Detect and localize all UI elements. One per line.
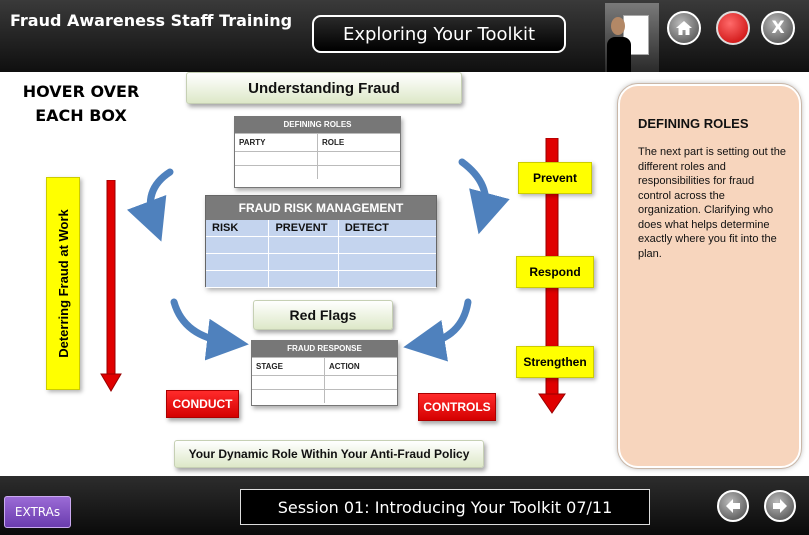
home-button[interactable]	[667, 11, 701, 45]
defining-roles-table[interactable]: DEFINING ROLES PARTY ROLE	[234, 116, 401, 188]
prevent-box[interactable]: Prevent	[518, 162, 592, 194]
table-cell	[325, 390, 397, 403]
info-body: The next part is setting out the differe…	[638, 146, 786, 260]
table-header-row: PARTY ROLE	[235, 133, 400, 151]
column-header: RISK	[212, 222, 239, 234]
info-heading: DEFINING ROLES	[638, 116, 749, 131]
cycle-arrow-top-right	[458, 158, 510, 235]
risk-table-columns: RISK PREVENT DETECT	[206, 220, 436, 288]
fraud-response-title: FRAUD RESPONSE	[252, 341, 397, 357]
down-arrow-left	[100, 180, 122, 392]
table-cell	[252, 376, 325, 389]
respond-box[interactable]: Respond	[516, 256, 594, 288]
table-cell	[318, 152, 400, 165]
close-icon: X	[771, 18, 785, 38]
header-bar: Fraud Awareness Staff Training Exploring…	[0, 0, 809, 72]
cycle-arrow-bottom-left	[170, 298, 249, 361]
table-cell	[235, 152, 318, 165]
session-label: Session 01: Introducing Your Toolkit 07/…	[240, 489, 650, 525]
understanding-fraud-box[interactable]: Understanding Fraud	[186, 72, 462, 104]
hover-instruction: HOVER OVER EACH BOX	[22, 82, 140, 125]
column-header: STAGE	[252, 358, 325, 375]
cycle-arrow-bottom-right	[403, 298, 472, 362]
column-header: ROLE	[322, 138, 345, 147]
fraud-risk-management-table[interactable]: FRAUD RISK MANAGEMENT RISK PREVENT DETEC…	[205, 195, 437, 288]
detect-column: DETECT	[338, 220, 436, 288]
table-row	[235, 151, 400, 165]
table-cell	[325, 376, 397, 389]
controls-box[interactable]: CONTROLS	[418, 393, 496, 421]
table-row	[252, 389, 397, 403]
app-title: Fraud Awareness Staff Training	[10, 11, 293, 30]
arrow-right-icon	[773, 499, 787, 513]
column-header: ACTION	[329, 362, 360, 371]
footer-bar: EXTRAs Session 01: Introducing Your Tool…	[0, 476, 809, 535]
extras-button[interactable]: EXTRAs	[4, 496, 71, 528]
deterring-fraud-banner[interactable]: Deterring Fraud at Work	[46, 177, 80, 390]
deterring-fraud-label: Deterring Fraud at Work	[55, 209, 71, 358]
arrow-left-icon	[726, 499, 740, 513]
table-cell	[252, 390, 325, 403]
content-area: HOVER OVER EACH BOX Understanding Fraud …	[0, 72, 809, 476]
column-header: PREVENT	[275, 222, 328, 234]
risk-table-title: FRAUD RISK MANAGEMENT	[206, 196, 436, 220]
table-cell	[235, 166, 318, 179]
table-cell	[318, 166, 400, 179]
presenter-body-shape	[607, 37, 631, 72]
presenter-image	[605, 3, 659, 72]
home-icon	[676, 21, 692, 35]
cycle-arrow-top-left	[126, 168, 174, 242]
risk-column: RISK	[206, 220, 270, 288]
column-header: PARTY	[235, 134, 318, 151]
record-button[interactable]	[716, 11, 750, 45]
table-row	[235, 165, 400, 179]
conduct-box[interactable]: CONDUCT	[166, 390, 239, 418]
previous-button[interactable]	[717, 490, 749, 522]
cycle-arrows	[126, 158, 510, 362]
fraud-response-table[interactable]: FRAUD RESPONSE STAGE ACTION	[251, 340, 398, 406]
table-row	[252, 375, 397, 389]
prevent-column: PREVENT	[269, 220, 339, 288]
page-title: Exploring Your Toolkit	[312, 15, 566, 53]
red-flags-box[interactable]: Red Flags	[253, 300, 393, 330]
next-button[interactable]	[764, 490, 796, 522]
info-panel: DEFINING ROLES The next part is setting …	[618, 84, 801, 468]
column-header: DETECT	[344, 222, 389, 234]
defining-roles-title: DEFINING ROLES	[235, 117, 400, 133]
close-button[interactable]: X	[761, 11, 795, 45]
strengthen-box[interactable]: Strengthen	[516, 346, 594, 378]
presenter-head-shape	[611, 17, 625, 35]
dynamic-role-box[interactable]: Your Dynamic Role Within Your Anti-Fraud…	[174, 440, 484, 468]
table-header-row: STAGE ACTION	[252, 357, 397, 375]
